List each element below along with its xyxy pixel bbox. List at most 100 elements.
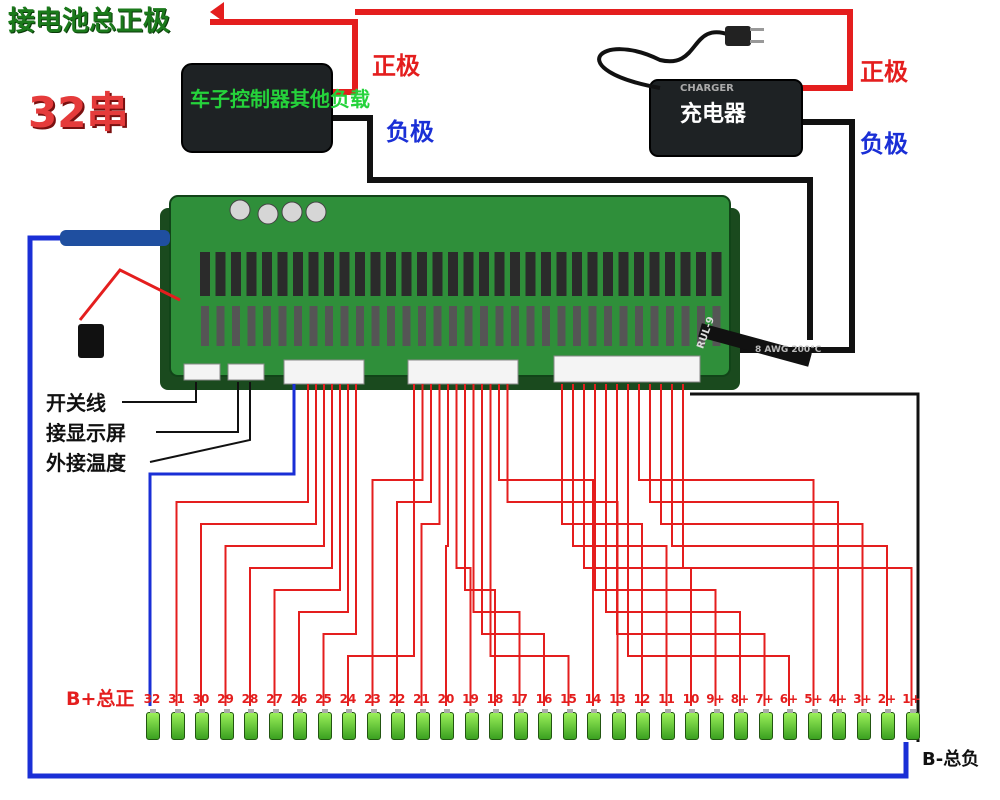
resistor-component: [433, 306, 442, 346]
mosfet-component: [587, 252, 598, 296]
battery-cell-icon: [783, 709, 797, 740]
capacitor-component: [305, 201, 327, 223]
cell-number-label: 23: [364, 692, 381, 706]
mosfet-component: [603, 252, 613, 296]
leader-display: [156, 382, 239, 433]
cell-number-label: 28: [241, 692, 259, 706]
temperature-label: 外接温度: [44, 451, 128, 475]
display-label: 接显示屏: [44, 421, 128, 445]
switch-plug: [78, 324, 104, 358]
controller-positive-label: 正极: [372, 52, 420, 80]
cell-number-label: 14: [584, 692, 602, 706]
sense-wire: [420, 384, 441, 706]
sense-wire: [472, 384, 521, 706]
b-plus-label: B+总正: [66, 688, 135, 710]
charger-box: [649, 79, 803, 157]
resistor-component: [557, 306, 566, 346]
mosfet-component: [386, 252, 396, 296]
cell-number-label: 1+: [902, 692, 921, 706]
battery-cell-icon: [832, 709, 846, 740]
sense-wire: [298, 384, 349, 706]
battery-cell-icon: [562, 709, 577, 740]
cell-number-label: 9+: [706, 692, 725, 706]
battery-cell-icon: [293, 709, 307, 740]
sense-wire: [561, 384, 643, 706]
switch-red-wire: [78, 268, 181, 321]
resistor-component: [650, 306, 659, 346]
sense-wire: [322, 384, 357, 706]
mosfet-component: [231, 252, 241, 296]
sense-wire: [224, 384, 325, 706]
mosfet-component: [200, 252, 210, 296]
mosfet-component: [541, 252, 551, 296]
charger-label: 充电器: [680, 102, 747, 127]
mosfet-component: [525, 252, 536, 296]
balance-connector-3: [553, 355, 701, 383]
mosfet-component: [572, 252, 582, 296]
sense-wire: [455, 384, 472, 706]
mosfet-component: [324, 252, 334, 296]
resistor-component: [340, 306, 349, 346]
sense-wire: [649, 384, 839, 706]
battery-cell-icon: [538, 709, 552, 740]
resistor-component: [681, 306, 690, 346]
arrow-left-icon: [210, 2, 224, 22]
resistor-component: [402, 306, 411, 346]
battery-cell-icon: [268, 709, 283, 740]
cell-number-label: 5+: [804, 692, 823, 706]
cell-number-label: 4+: [828, 692, 848, 706]
battery-cell-icon: [636, 709, 650, 740]
balance-connector-2: [407, 359, 519, 385]
cell-number-label: 7+: [755, 692, 774, 706]
cell-number-label: 20: [437, 692, 455, 706]
battery-cell-icon: [342, 709, 356, 740]
cell-number-label: 26: [290, 692, 308, 706]
capacitor-component: [257, 203, 279, 225]
battery-cell-icon: [195, 709, 209, 740]
battery-cell-icon: [513, 709, 528, 740]
cell-number-label: 17: [511, 692, 528, 706]
sense-wire: [671, 384, 888, 706]
capacitor-component: [229, 199, 251, 221]
battery-cell-icon: [170, 709, 185, 740]
controller-negative-label: 负极: [386, 118, 434, 146]
resistor-component: [418, 306, 426, 346]
sense-wire: [371, 384, 424, 706]
battery-cell-icon: [440, 709, 454, 740]
balance-sense-wires: [175, 384, 913, 706]
cell-number-label: 31: [168, 692, 185, 706]
mosfet-component: [711, 252, 722, 296]
sense-wire: [638, 384, 815, 706]
sense-wire: [481, 384, 545, 706]
resistor-component: [464, 306, 473, 346]
battery-cell-icon: [709, 709, 724, 740]
balance-connector-1: [283, 359, 365, 385]
display-connector: [227, 363, 265, 381]
battery-cell-icon: [219, 709, 234, 740]
sense-wire: [594, 384, 717, 706]
switch-connector: [183, 363, 221, 381]
battery-cell-icon: [734, 709, 748, 740]
mosfet-component: [370, 252, 381, 296]
mosfet-component: [262, 252, 272, 296]
resistor-component: [588, 306, 597, 346]
battery-cell-icon: [856, 709, 871, 740]
sense-wire: [498, 384, 594, 706]
resistor-component: [201, 306, 209, 346]
battery-cell-icon: [587, 709, 601, 740]
controller-box: [181, 63, 333, 153]
sense-wire: [572, 384, 668, 706]
battery-cell-icon: [758, 709, 773, 740]
battery-cell-icon: [807, 709, 822, 740]
resistor-component: [495, 306, 504, 346]
sense-wire: [249, 384, 333, 706]
sense-wire: [200, 384, 317, 706]
battery-cell-icon: [489, 709, 503, 740]
mosfet-component: [556, 252, 567, 296]
resistor-component: [325, 306, 333, 346]
output-cable: [698, 323, 812, 367]
cell-number-label: 2+: [877, 692, 897, 706]
cell-number-label: 22: [388, 692, 406, 706]
mosfet-component: [246, 252, 257, 296]
